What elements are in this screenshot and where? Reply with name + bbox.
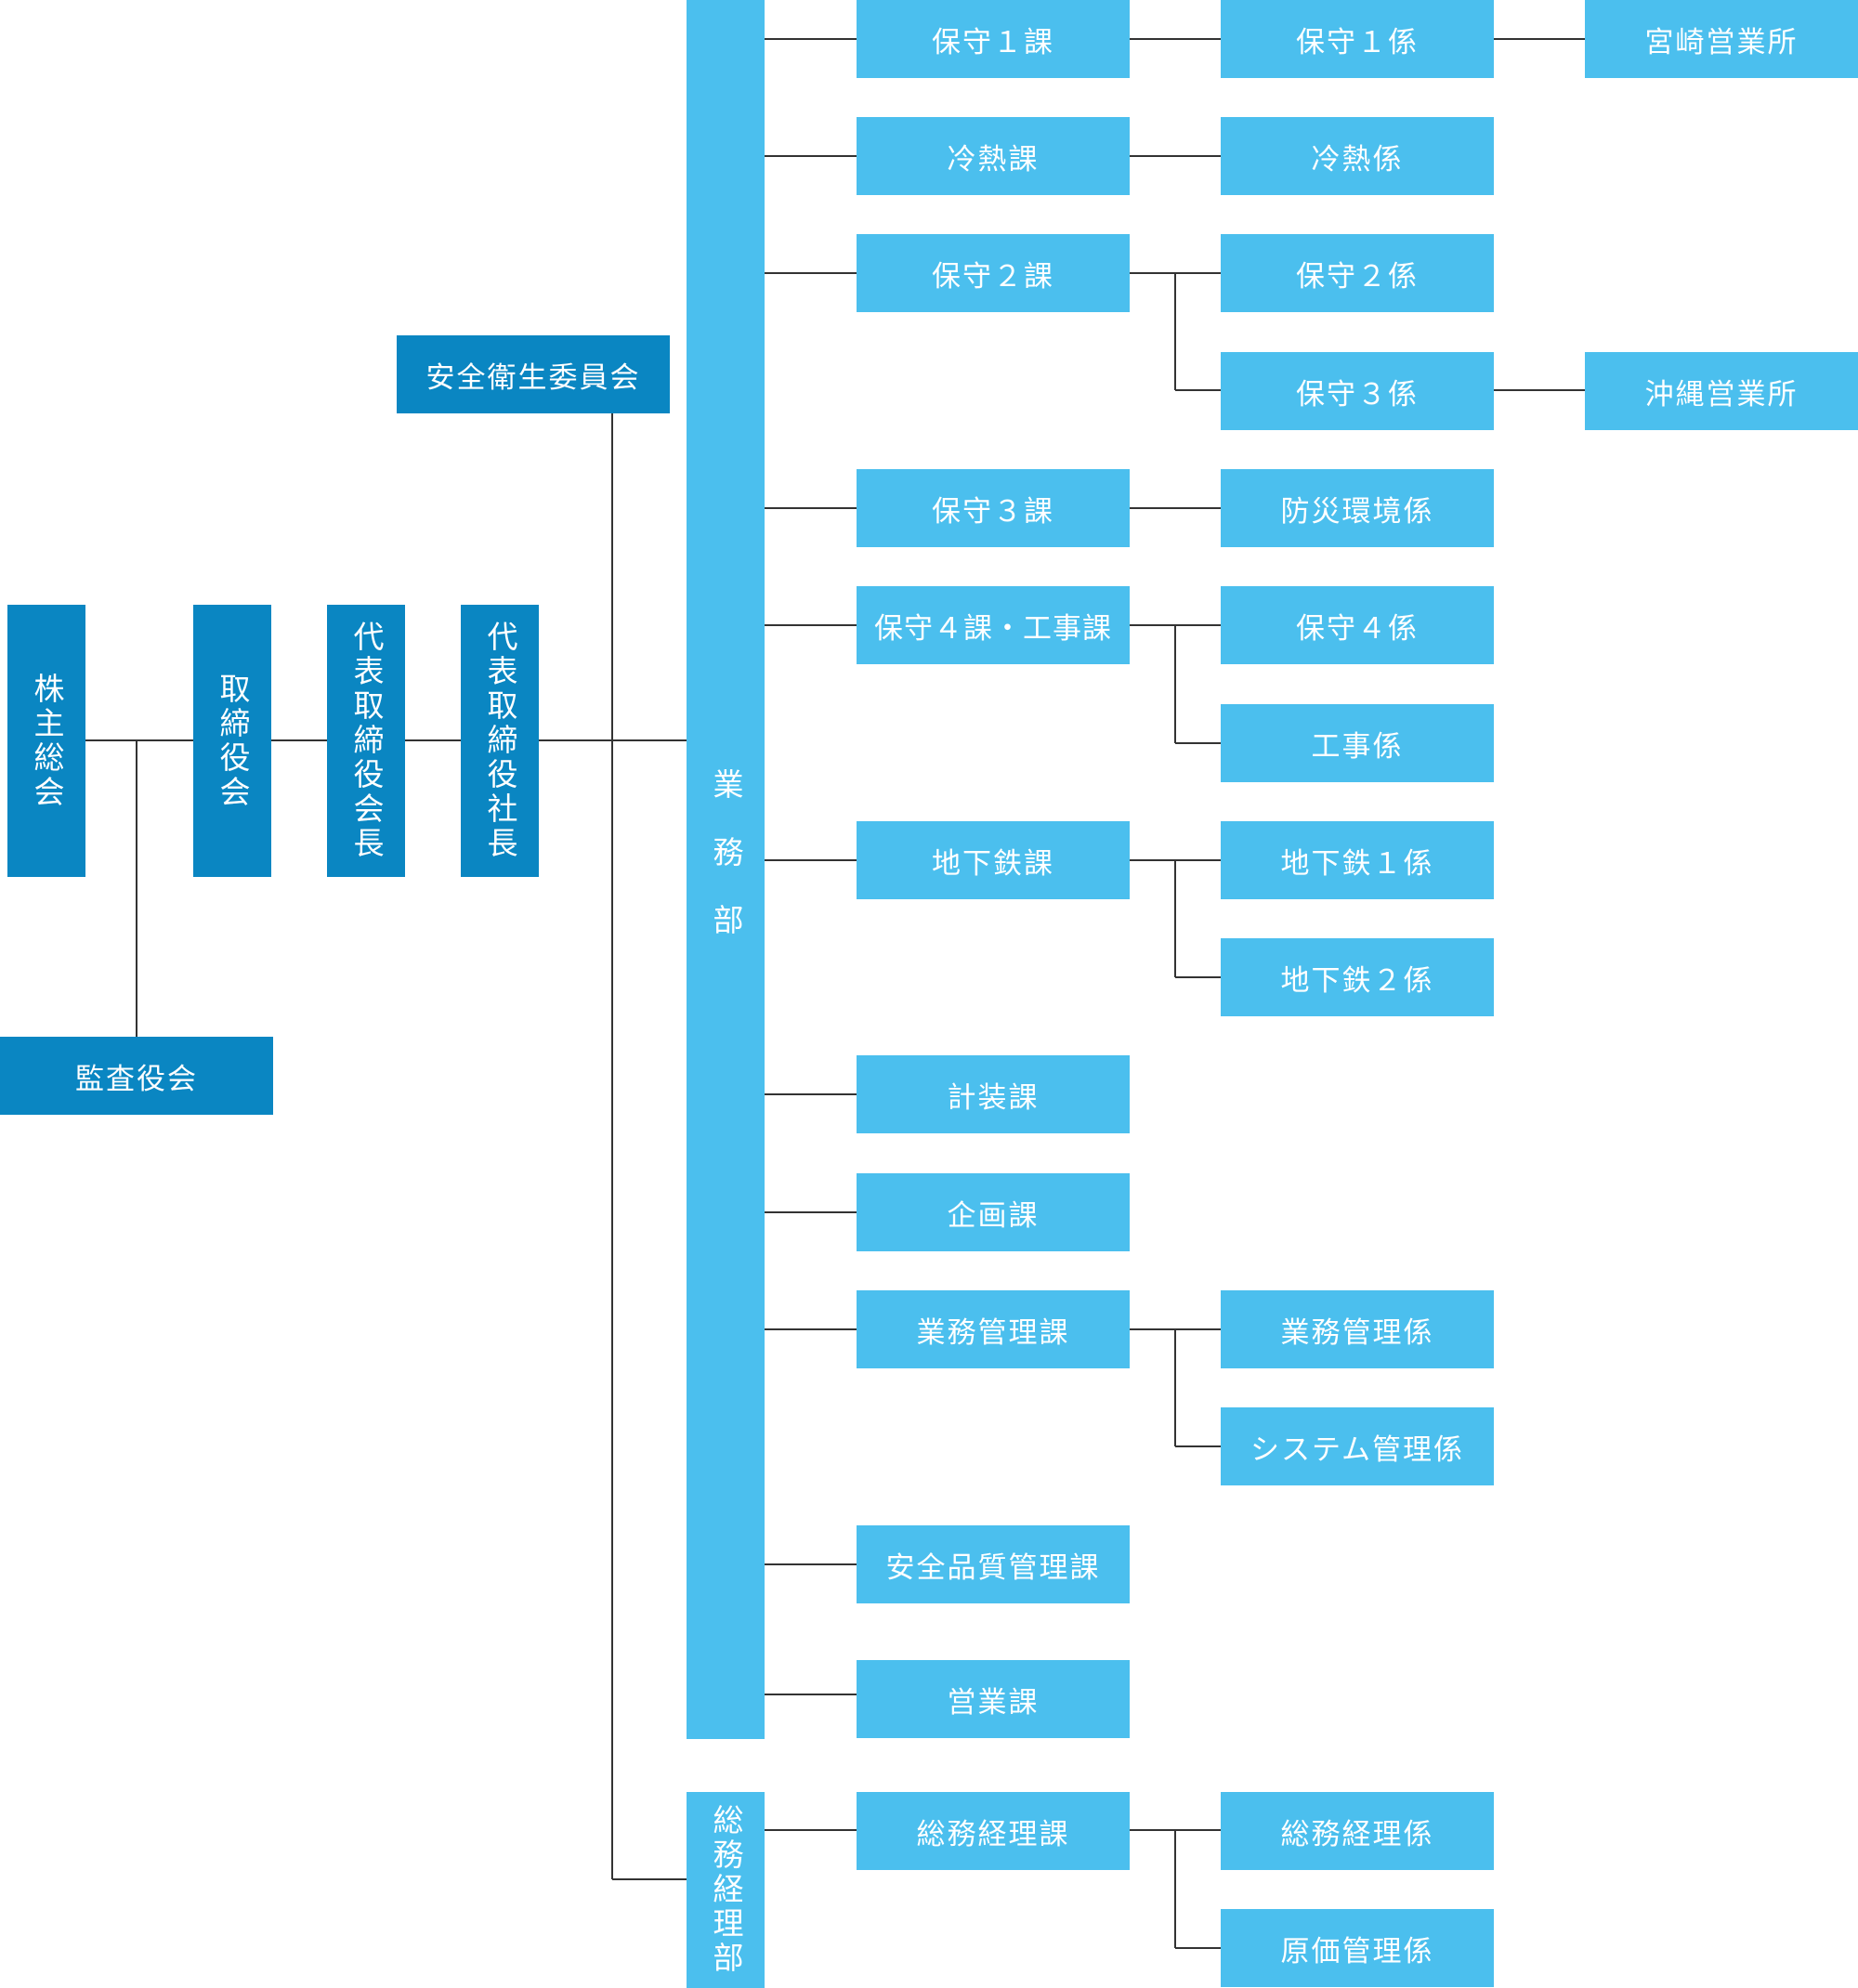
chairman-box: 代表取締役会長 — [327, 605, 405, 877]
unit-box: 地下鉄１係 — [1221, 821, 1494, 899]
audit-board-box: 監査役会 — [0, 1037, 273, 1115]
unit-box: 保守３係 — [1221, 352, 1494, 430]
unit-box: 保守１係 — [1221, 0, 1494, 78]
unit-box: 原価管理係 — [1221, 1909, 1494, 1987]
unit-box: 保守２係 — [1221, 234, 1494, 312]
unit-box: 地下鉄２係 — [1221, 938, 1494, 1016]
unit-box: 工事係 — [1221, 704, 1494, 782]
office-box: 宮崎営業所 — [1585, 0, 1858, 78]
unit-box: 保守４係 — [1221, 586, 1494, 664]
section-box: 地下鉄課 — [857, 821, 1130, 899]
unit-box: 総務経理係 — [1221, 1792, 1494, 1870]
unit-box: 冷熱係 — [1221, 117, 1494, 195]
operations-dept-box: 業務部 — [687, 0, 765, 1739]
section-box: 冷熱課 — [857, 117, 1130, 195]
president-box: 代表取締役社長 — [461, 605, 539, 877]
section-box: 保守３課 — [857, 469, 1130, 547]
unit-box: 業務管理係 — [1221, 1290, 1494, 1368]
board-of-directors-box: 取締役会 — [193, 605, 271, 877]
section-box: 保守１課 — [857, 0, 1130, 78]
general-affairs-dept-box: 総務経理部 — [687, 1792, 765, 1988]
section-box: 計装課 — [857, 1055, 1130, 1133]
section-box: 保守４課・工事課 — [857, 586, 1130, 664]
unit-box: システム管理係 — [1221, 1407, 1494, 1485]
section-box: 営業課 — [857, 1660, 1130, 1738]
safety-committee-box: 安全衛生委員会 — [397, 335, 670, 413]
office-box: 沖縄営業所 — [1585, 352, 1858, 430]
shareholders-meeting-box: 株主総会 — [7, 605, 85, 877]
section-box: 企画課 — [857, 1173, 1130, 1251]
section-box: 総務経理課 — [857, 1792, 1130, 1870]
section-box: 安全品質管理課 — [857, 1525, 1130, 1603]
section-box: 業務管理課 — [857, 1290, 1130, 1368]
unit-box: 防災環境係 — [1221, 469, 1494, 547]
section-box: 保守２課 — [857, 234, 1130, 312]
